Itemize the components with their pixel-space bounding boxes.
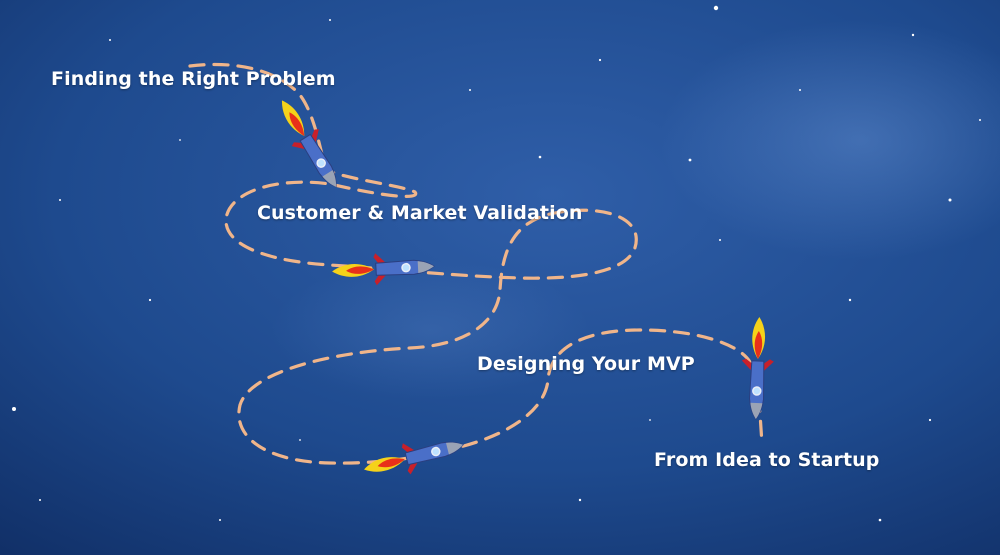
journey-path [188,62,764,465]
stage-label-2: Customer & Market Validation [257,202,583,224]
stage-label-4: From Idea to Startup [654,449,880,471]
star-field [12,5,981,522]
nebula-glow-2 [270,260,590,400]
stage-label-1: Finding the Right Problem [51,68,336,90]
nebula-glow [660,20,1000,260]
stage-label-3: Designing Your MVP [477,353,695,375]
